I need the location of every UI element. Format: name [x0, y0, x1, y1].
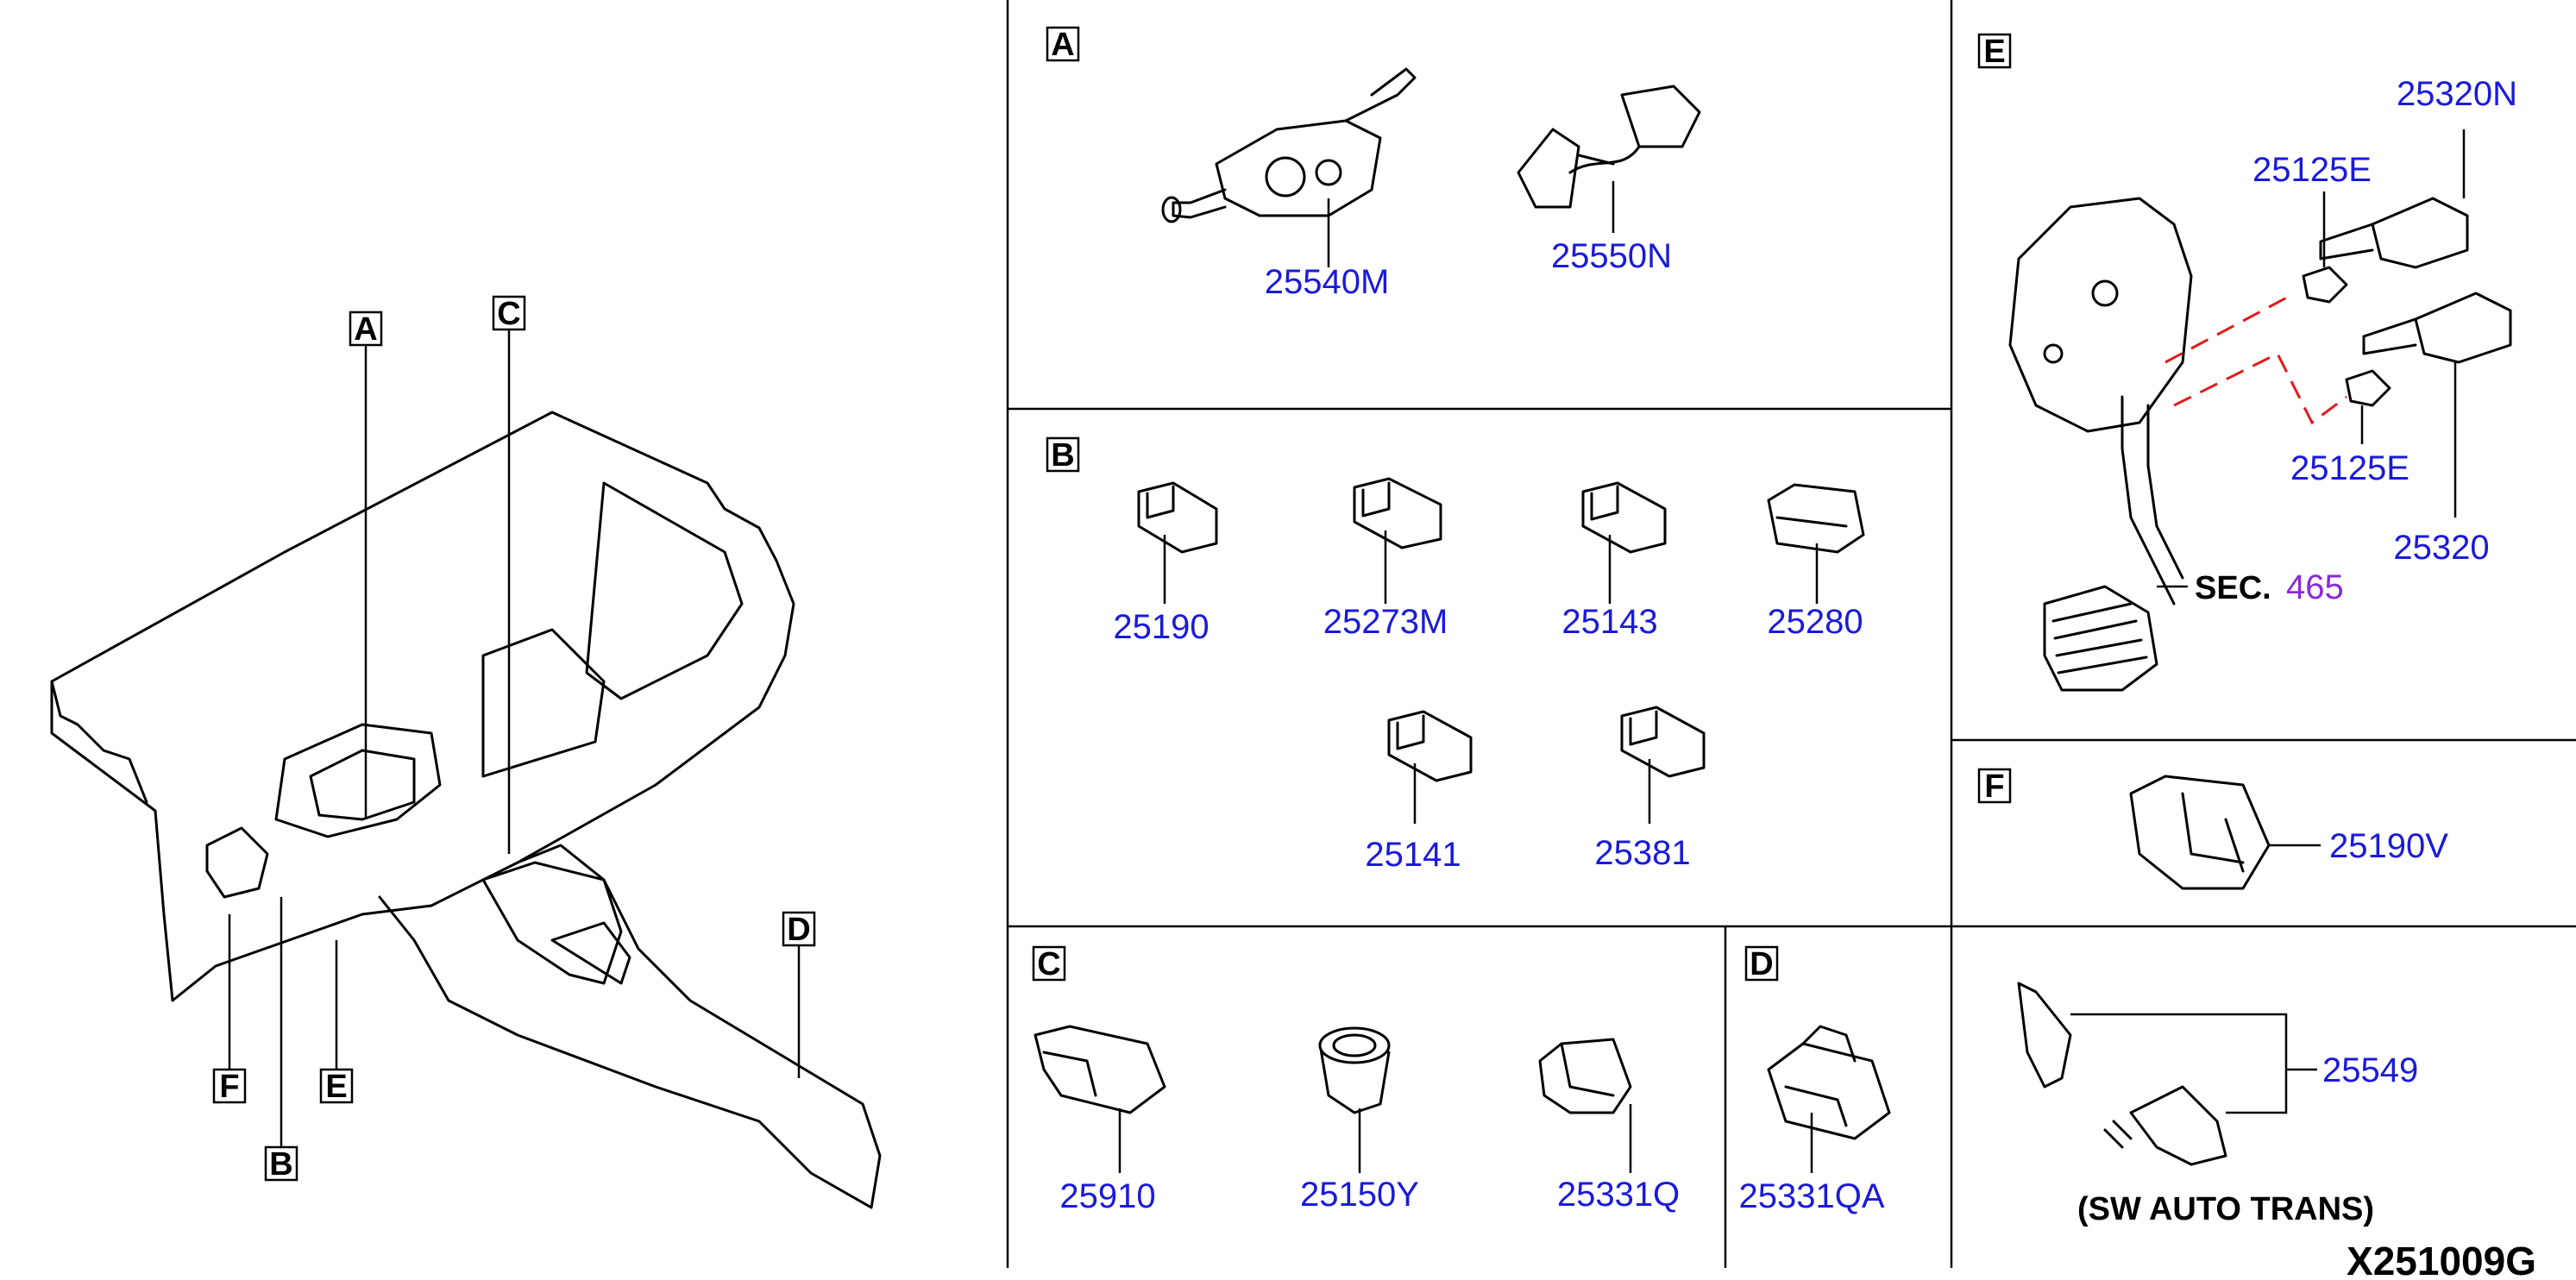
section-e: E 25320N 25125E [1977, 33, 2517, 692]
section-a: A 25540M 25550N [1046, 26, 1701, 301]
callout-c-label: C [497, 296, 520, 332]
section-c: C 25910 25150Y 25331Q [1032, 945, 1680, 1215]
sec-number: 465 [2286, 568, 2344, 606]
switch-25320-drawing [2362, 292, 2512, 364]
part-25273m: 25273M [1323, 603, 1448, 641]
section-a-label: A [1051, 27, 1074, 63]
part-25150y: 25150Y [1300, 1176, 1419, 1214]
part-25320n: 25320N [2397, 75, 2517, 113]
dashboard-overview [50, 411, 882, 1209]
combination-switch-drawing [1161, 67, 1417, 223]
part-25549: 25549 [2322, 1051, 2418, 1089]
switch-25143-drawing [1581, 481, 1667, 554]
part-25280: 25280 [1767, 603, 1863, 641]
callout-a-label: A [354, 311, 377, 348]
part-25125e-bottom: 25125E [2290, 449, 2410, 487]
part-25910: 25910 [1059, 1177, 1155, 1215]
callout-e-label: E [325, 1069, 347, 1105]
part-25381: 25381 [1594, 834, 1690, 872]
switch-25280-drawing [1767, 483, 1865, 554]
connector-25125e-top-drawing [2302, 266, 2348, 304]
section-f-label: F [1984, 769, 2004, 805]
overview-callouts: A C D F E B [212, 295, 816, 1183]
section-b: B 25190 25273M 25143 25280 [1046, 436, 1865, 874]
part-25550n: 25550N [1551, 237, 1672, 275]
switch-25320n-drawing [2319, 197, 2469, 269]
switch-25910-drawing [1034, 1025, 1166, 1114]
switch-25331q-drawing [1538, 1038, 1632, 1114]
switch-25150y-drawing [1318, 1026, 1391, 1114]
switch-25331qa-drawing [1767, 1025, 1891, 1140]
callout-b-label: B [269, 1146, 292, 1183]
part-25125e-top: 25125E [2252, 151, 2372, 189]
section-e-label: E [1983, 34, 2005, 70]
switch-25273m-drawing [1353, 477, 1442, 549]
part-25320: 25320 [2393, 529, 2489, 567]
sec-prefix: SEC. [2195, 570, 2271, 606]
switch-25190v-drawing [2129, 775, 2271, 890]
part-25143: 25143 [1561, 603, 1657, 641]
callout-d-label: D [787, 912, 810, 948]
section-b-label: B [1051, 437, 1074, 474]
panel-dividers [1006, 0, 2576, 1268]
part-25540m: 25540M [1265, 263, 1390, 301]
section-d: D 25331QA [1738, 945, 1891, 1215]
part-25141: 25141 [1365, 836, 1461, 874]
auto-trans-note: (SW AUTO TRANS) [2077, 1191, 2374, 1227]
section-f: F 25190V 25549 (SW AUTO TRANS) [1977, 768, 2448, 1227]
switch-25141-drawing [1387, 710, 1473, 782]
paddle-switch-drawing [2017, 982, 2227, 1166]
connector-25125e-bottom-drawing [2345, 369, 2391, 407]
part-25331qa: 25331QA [1738, 1177, 1884, 1215]
diagram-code: X251009G [2347, 1239, 2536, 1280]
brake-pedal-drawing [2008, 197, 2193, 692]
part-25331q: 25331Q [1557, 1176, 1680, 1214]
part-25190: 25190 [1113, 608, 1209, 646]
switch-25381-drawing [1620, 706, 1706, 778]
section-d-label: D [1750, 946, 1773, 982]
callout-f-label: F [219, 1069, 239, 1105]
part-25190v: 25190V [2329, 827, 2448, 865]
steering-switch-drawing [1517, 85, 1701, 209]
section-c-label: C [1037, 946, 1060, 982]
switch-25190-drawing [1137, 481, 1218, 554]
